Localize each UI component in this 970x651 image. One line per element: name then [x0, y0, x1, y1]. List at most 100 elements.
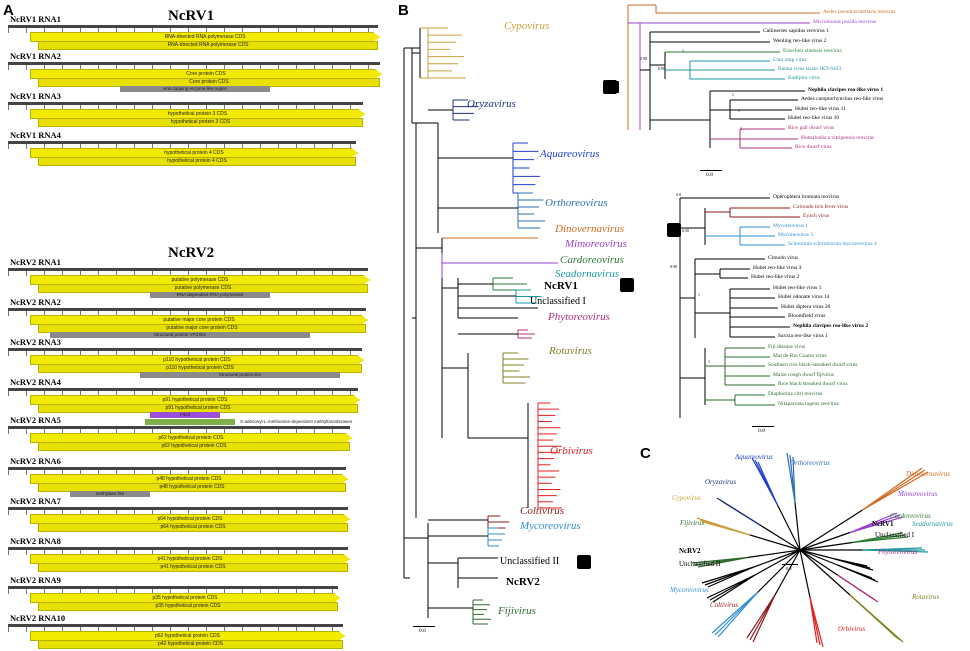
unrooted-label-oryzavirus: Oryzavirus [705, 478, 737, 486]
scale-bar-bottom [752, 426, 774, 427]
tree-branch [799, 549, 811, 598]
unrooted-label-seadornavirus: Seadornavirus [912, 520, 953, 528]
domain-annotation: RNA dependent RNA polymerase [150, 292, 270, 298]
unrooted-label-dinovernavirus: Dinovernavirus [906, 470, 950, 478]
tree-branch [792, 456, 796, 503]
taxon-label: Aedes pseudoscutellaris reovirus [823, 9, 896, 15]
unrooted-label-cypovirus: Cypovirus [672, 494, 701, 502]
unrooted-label-ncrv2: NcRV2 [679, 547, 701, 555]
tree-branch [799, 549, 838, 576]
taxon-label: Diaphorina citri reovirus [768, 391, 823, 397]
cds-feature: p64 hypothetical protein CDS [38, 523, 348, 532]
domain-annotation: Structural protein like [140, 372, 340, 378]
cds-feature: p62 hypothetical protein CDS [38, 442, 350, 451]
tree-branch [837, 574, 879, 603]
segment-title: NcRV1 RNA1 [10, 14, 61, 24]
taxon-label: Cimodo virus [768, 255, 799, 261]
main-phylogenetic-tree [403, 27, 562, 625]
tree-branch [849, 516, 904, 534]
ruler-ticks [8, 105, 363, 110]
tree-branch [722, 501, 761, 526]
tree-branch [862, 471, 929, 511]
clade-label-orbivirus: Orbivirus [550, 445, 593, 457]
clade-label-rotavirus: Rotavirus [549, 345, 592, 357]
tree-branch [752, 594, 776, 643]
tree-branch [774, 549, 801, 596]
clade-label-dinovernavirus: Dinovernavirus [555, 223, 625, 235]
taxon-label: Wenling reo-like virus 2 [773, 38, 827, 44]
taxon-label: Hubei diptera virus 20 [781, 304, 831, 310]
sequence-ruler [8, 308, 366, 311]
ruler-ticks [8, 271, 368, 276]
tree-branch [862, 549, 929, 553]
tree-branch [794, 502, 801, 551]
tree-branch [717, 592, 758, 638]
unrooted-label-mycoreovirus: Mycoreovirus [670, 586, 709, 594]
segment-title: NcRV2 RNA10 [10, 613, 66, 623]
support-value: 1 [698, 292, 700, 297]
cds-feature: p35 hypothetical protein CDS [38, 602, 338, 611]
tree-branch [702, 521, 751, 536]
sequence-ruler [8, 25, 378, 28]
support-value: 1 [682, 48, 684, 53]
tree-branch [749, 534, 801, 551]
cds-feature: RNA-directed RNA polymerase CDS [38, 41, 378, 50]
unrooted-label-unclassified2: Unclassified II [679, 560, 721, 568]
taxon-label: Aedes camptorhynchus reo-like virus [801, 96, 884, 102]
segment-title: NcRV2 RNA3 [10, 337, 61, 347]
clade-label-cardoreovirus: Cardoreovirus [560, 254, 624, 266]
taxon-label: Colorado tick fever virus [793, 204, 849, 210]
segment-title: NcRV1 RNA4 [10, 130, 61, 140]
segment-title: NcRV2 RNA9 [10, 575, 61, 585]
tree-branch [834, 558, 874, 571]
sequence-ruler [8, 388, 358, 391]
scale-label-c: 0.4 [786, 566, 792, 571]
unrooted-label-rotavirus: Rotavirus [912, 593, 940, 601]
unrooted-label-orthoreovirus: Orthoreovirus [790, 459, 830, 467]
support-value: 0.8 [676, 192, 681, 197]
clade-label-seadornavirus: Seadornavirus [555, 268, 620, 280]
clade-label-coltivirus: Coltivirus [520, 505, 565, 517]
tree-branch [697, 556, 748, 568]
ruler-ticks [8, 144, 356, 149]
segment-title: NcRV2 RNA6 [10, 456, 61, 466]
taxon-label: Southern rice black-streaked dwarf virus [768, 362, 858, 368]
scale-label-bottom: 0.8 [758, 428, 765, 434]
tree-branch [799, 509, 863, 551]
ruler-ticks [8, 589, 338, 594]
tree-branch [799, 531, 851, 551]
segment-title: NcRV2 RNA4 [10, 377, 61, 387]
support-value: 1 [732, 92, 734, 97]
support-value: 1 [740, 126, 742, 131]
tree-branch [757, 461, 779, 506]
taxon-label: Sclerotinia sclerotiorum mycoreovirus 4 [788, 241, 877, 247]
support-value: 0.58 [682, 228, 689, 233]
taxon-label: Operophtera brumata reovirus [773, 194, 840, 200]
domain-annotation: Fibril [150, 412, 220, 418]
tree-branch [849, 594, 904, 643]
sequence-ruler [8, 268, 368, 271]
clade-label-ncrv2: NcRV2 [506, 576, 540, 588]
taxon-label: Callinectes sapidus reovirus 1 [763, 28, 829, 34]
cds-feature: hypothetical protein 4 CDS [38, 157, 356, 166]
sequence-ruler [8, 141, 356, 144]
taxon-label: Mal de Rio Cuarto virus [773, 353, 827, 359]
scale-bar-main [413, 626, 435, 627]
unrooted-label-coltivirus: Coltivirus [710, 601, 739, 609]
clade-label-cypovirus: Cypovirus [504, 20, 550, 32]
unrooted-label-cardoreovirus: Cardoreovirus [890, 512, 931, 520]
taxon-label: Nilaparvata lugens reovirus [778, 401, 839, 407]
clade-label-ncrv1: NcRV1 [544, 280, 578, 292]
clade-label-unclassified1: Unclassified I [530, 296, 586, 307]
unrooted-label-ncrv1: NcRV1 [872, 520, 894, 528]
ruler-ticks [8, 550, 348, 555]
tree-branch [799, 549, 851, 596]
taxon-label: Hubei reo-like virus 11 [795, 106, 846, 112]
ruler-ticks [8, 65, 380, 70]
tree-branch [707, 566, 753, 588]
taxon-label: Hubei reo-like virus 3 [753, 265, 802, 271]
tree-branch [752, 549, 801, 569]
segment-title: NcRV2 RNA1 [10, 257, 61, 267]
ruler-ticks [8, 429, 350, 434]
support-value: 1 [738, 108, 740, 113]
